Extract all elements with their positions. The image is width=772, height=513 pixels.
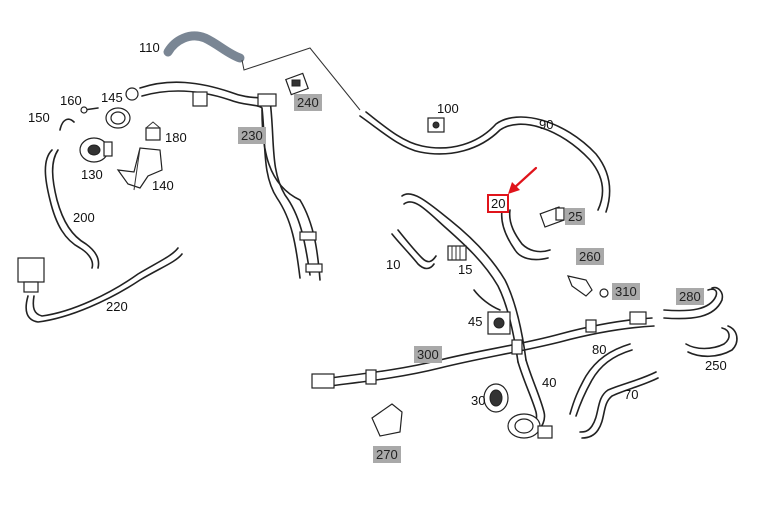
hose-20 — [500, 209, 549, 261]
pump-130 — [79, 137, 113, 163]
hose-280 — [663, 288, 718, 312]
label-80: 80 — [592, 342, 607, 357]
label-160: 160 — [60, 93, 82, 108]
nut-310 — [599, 288, 609, 298]
label-45: 45 — [468, 314, 483, 329]
label-250: 250 — [705, 358, 727, 373]
ring-30 — [483, 383, 509, 413]
label-280: 280 — [676, 288, 704, 305]
label-140: 140 — [152, 178, 174, 193]
label-310: 310 — [612, 283, 640, 300]
label-30: 30 — [471, 393, 486, 408]
label-260: 260 — [576, 248, 604, 265]
label-15: 15 — [458, 262, 473, 277]
label-270: 270 — [373, 446, 401, 463]
part-45 — [473, 289, 511, 335]
bracket-270 — [371, 403, 403, 437]
hose-main — [401, 193, 527, 361]
coupling-15 — [447, 245, 467, 261]
label-130: 130 — [81, 167, 103, 182]
bracket-260 — [567, 275, 593, 297]
hose-250 — [685, 327, 730, 350]
label-240: 240 — [294, 94, 322, 111]
hose-200 — [44, 149, 94, 269]
label-40: 40 — [542, 375, 557, 390]
hose-90 — [359, 115, 604, 211]
bracket-140 — [116, 147, 163, 191]
clamp-150 — [59, 118, 75, 131]
label-90: 90 — [539, 117, 554, 132]
clip-100 — [427, 117, 445, 133]
hose-10 — [391, 233, 435, 270]
pointer-arrow-20 — [508, 166, 538, 194]
connector-25 — [539, 206, 565, 228]
label-220: 220 — [106, 299, 128, 314]
hose-110 — [163, 31, 245, 63]
housing-40 — [507, 413, 553, 439]
label-180: 180 — [165, 130, 187, 145]
label-230: 230 — [238, 127, 266, 144]
label-70: 70 — [624, 387, 639, 402]
leader-line-110 — [241, 47, 361, 111]
seal-ring-145 — [105, 87, 139, 129]
pipe-80 — [569, 343, 631, 415]
clip-240 — [285, 72, 309, 96]
cap-180 — [145, 121, 161, 141]
label-25: 25 — [565, 208, 586, 225]
bolt-160 — [80, 106, 99, 114]
label-20-highlighted: 20 — [487, 194, 510, 213]
label-100: 100 — [437, 101, 459, 116]
valve-220 — [17, 247, 183, 323]
label-200: 200 — [73, 210, 95, 225]
label-300: 300 — [414, 346, 442, 363]
hose-300 — [311, 311, 655, 389]
label-150: 150 — [28, 110, 50, 125]
label-110: 110 — [139, 40, 160, 55]
label-10: 10 — [386, 257, 401, 272]
pipe-70 — [579, 371, 657, 433]
label-145: 145 — [101, 90, 123, 105]
